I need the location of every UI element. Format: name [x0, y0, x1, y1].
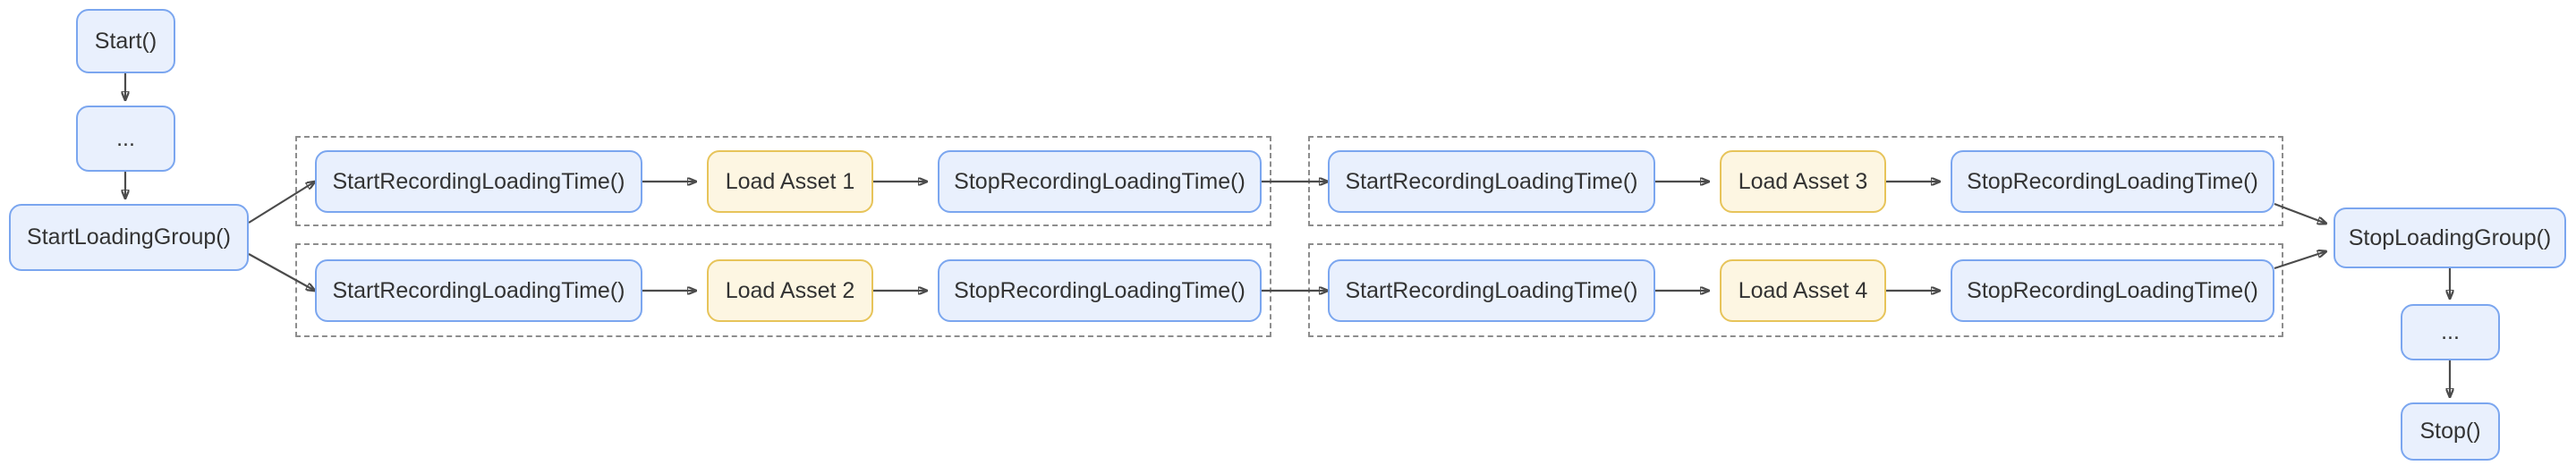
node-g1r1-stop-recording[interactable]: StopRecordingLoadingTime() — [938, 150, 1262, 213]
node-g2r1-stop-recording[interactable]: StopRecordingLoadingTime() — [1951, 150, 2274, 213]
node-g2r1-load-asset[interactable]: Load Asset 3 — [1720, 150, 1886, 213]
node-g2r2-stop-recording[interactable]: StopRecordingLoadingTime() — [1951, 259, 2274, 322]
node-g1r1-load-asset[interactable]: Load Asset 1 — [707, 150, 873, 213]
node-g1r1-start-recording[interactable]: StartRecordingLoadingTime() — [315, 150, 642, 213]
node-g1r2-stop-recording[interactable]: StopRecordingLoadingTime() — [938, 259, 1262, 322]
node-stop-loading-group[interactable]: StopLoadingGroup() — [2334, 207, 2566, 268]
node-g2r2-start-recording[interactable]: StartRecordingLoadingTime() — [1328, 259, 1655, 322]
edge-g2r1-to-stoploadinggroup — [2274, 202, 2326, 224]
node-ellipsis-bottom[interactable]: ... — [2401, 304, 2500, 360]
node-start[interactable]: Start() — [76, 9, 175, 73]
node-g1r2-start-recording[interactable]: StartRecordingLoadingTime() — [315, 259, 642, 322]
node-stop[interactable]: Stop() — [2401, 402, 2500, 461]
node-start-loading-group[interactable]: StartLoadingGroup() — [9, 204, 249, 271]
edge-startloadinggroup-to-g1r2 — [248, 253, 315, 291]
node-ellipsis-top[interactable]: ... — [76, 106, 175, 172]
node-g2r1-start-recording[interactable]: StartRecordingLoadingTime() — [1328, 150, 1655, 213]
edge-startloadinggroup-to-g1r1 — [248, 182, 315, 224]
node-g2r2-load-asset[interactable]: Load Asset 4 — [1720, 259, 1886, 322]
node-g1r2-load-asset[interactable]: Load Asset 2 — [707, 259, 873, 322]
edge-g2r2-to-stoploadinggroup — [2274, 251, 2326, 270]
